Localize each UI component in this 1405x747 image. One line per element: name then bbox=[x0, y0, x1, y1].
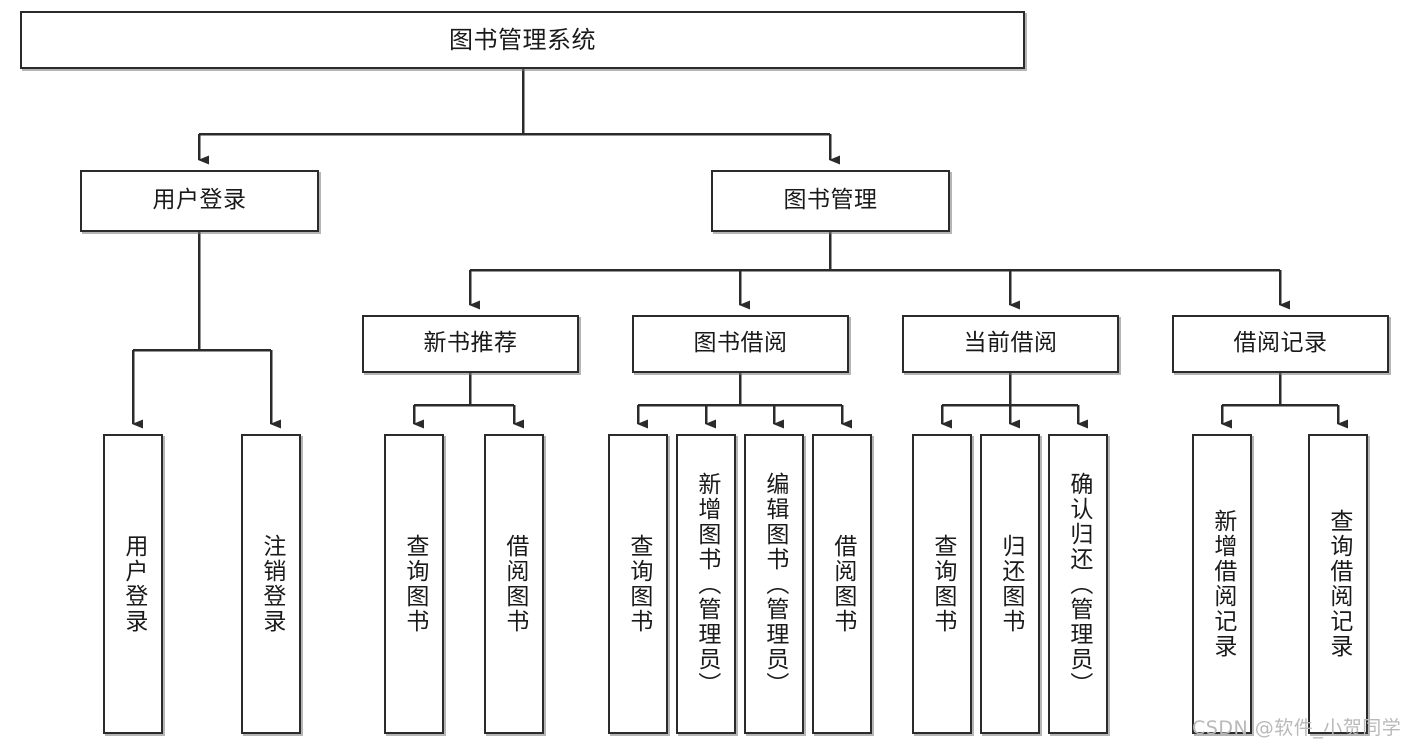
node-label: 查询图书 bbox=[929, 534, 956, 634]
node-user-login[interactable]: 用户登录 bbox=[80, 170, 319, 232]
leaf-query-book-current[interactable]: 查询图书 bbox=[912, 434, 972, 734]
csdn-watermark: CSDN @软件_小贺同学 bbox=[1192, 717, 1402, 739]
leaf-user-login[interactable]: 用户登录 bbox=[103, 434, 163, 734]
node-book-borrow[interactable]: 图书借阅 bbox=[632, 315, 849, 373]
leaf-confirm-return-admin[interactable]: 确认归还（管理员） bbox=[1048, 434, 1108, 734]
node-label: 借阅图书 bbox=[829, 534, 856, 634]
node-label: 用户登录 bbox=[152, 187, 247, 214]
node-book-management[interactable]: 图书管理 bbox=[711, 170, 950, 232]
leaf-borrow-book[interactable]: 借阅图书 bbox=[812, 434, 872, 734]
leaf-add-borrow-record[interactable]: 新增借阅记录 bbox=[1192, 434, 1252, 734]
leaf-borrow-book-recommend[interactable]: 借阅图书 bbox=[484, 434, 544, 734]
node-label: 借阅记录 bbox=[1233, 330, 1328, 357]
node-label: 图书管理 bbox=[783, 187, 878, 214]
node-label: 新增图书（管理员） bbox=[693, 471, 720, 697]
node-borrow-record[interactable]: 借阅记录 bbox=[1172, 315, 1389, 373]
leaf-query-book-recommend[interactable]: 查询图书 bbox=[384, 434, 444, 734]
node-new-book-recommend[interactable]: 新书推荐 bbox=[362, 315, 579, 373]
node-label: 确认归还（管理员） bbox=[1065, 471, 1092, 697]
leaf-query-borrow-record[interactable]: 查询借阅记录 bbox=[1308, 434, 1368, 734]
leaf-edit-book-admin[interactable]: 编辑图书（管理员） bbox=[744, 434, 804, 734]
node-label: 借阅图书 bbox=[501, 534, 528, 634]
node-label: 查询图书 bbox=[401, 534, 428, 634]
leaf-add-book-admin[interactable]: 新增图书（管理员） bbox=[676, 434, 736, 734]
leaf-query-book-borrow[interactable]: 查询图书 bbox=[608, 434, 668, 734]
node-label: 查询借阅记录 bbox=[1325, 509, 1352, 659]
node-current-borrow[interactable]: 当前借阅 bbox=[902, 315, 1119, 373]
node-label: 新书推荐 bbox=[423, 330, 518, 357]
leaf-return-book[interactable]: 归还图书 bbox=[980, 434, 1040, 734]
node-label: 图书借阅 bbox=[693, 330, 788, 357]
node-label: 注销登录 bbox=[258, 534, 285, 634]
leaf-user-logout[interactable]: 注销登录 bbox=[241, 434, 301, 734]
node-label: 图书管理系统 bbox=[449, 25, 596, 54]
node-root-book-management-system[interactable]: 图书管理系统 bbox=[20, 11, 1025, 69]
node-label: 编辑图书（管理员） bbox=[761, 471, 788, 697]
node-label: 查询图书 bbox=[625, 534, 652, 634]
node-label: 用户登录 bbox=[120, 534, 147, 634]
node-label: 归还图书 bbox=[997, 534, 1024, 634]
node-label: 当前借阅 bbox=[963, 330, 1058, 357]
node-label: 新增借阅记录 bbox=[1209, 509, 1236, 659]
